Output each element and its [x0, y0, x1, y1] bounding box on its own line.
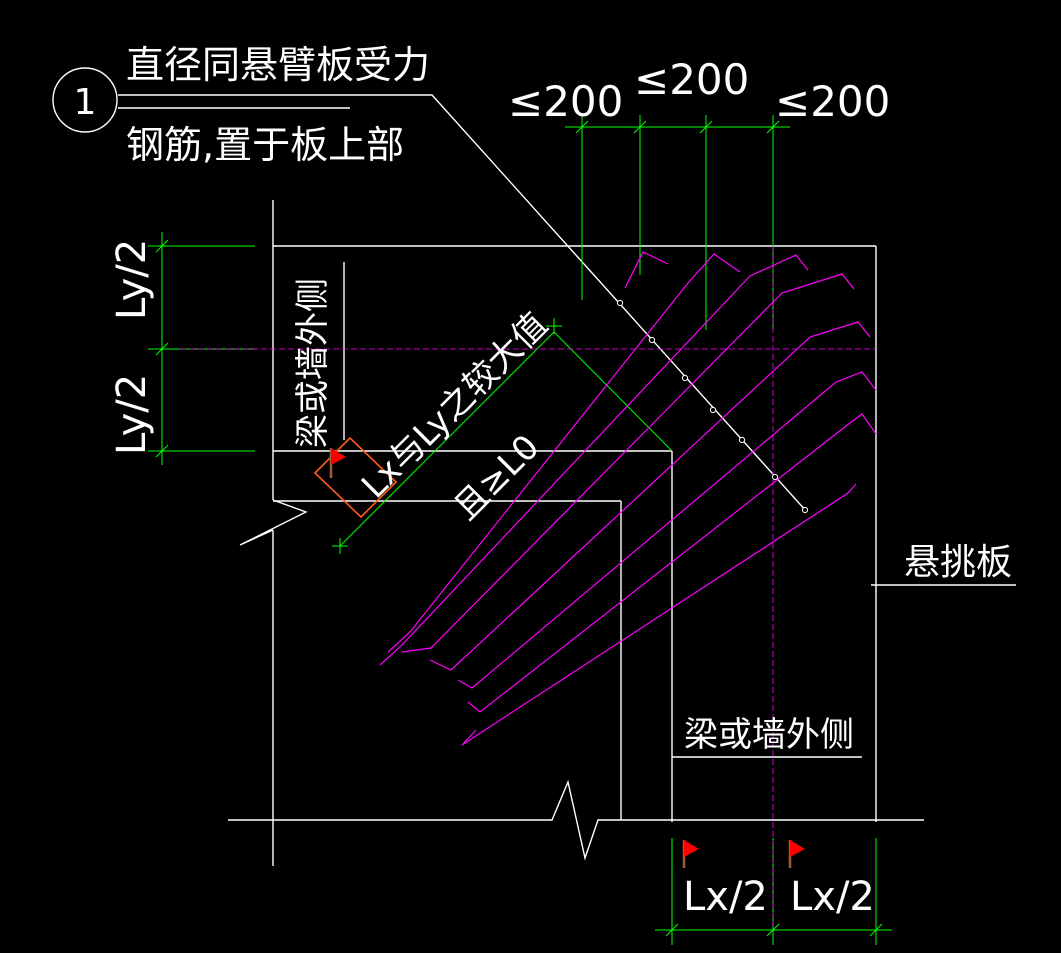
label-length: 且≥L0	[446, 427, 547, 528]
flag-icon	[788, 840, 805, 868]
callout-line-2: 钢筋,置于板上部	[126, 123, 404, 167]
bar-marker-dot	[738, 436, 746, 444]
rebar-line	[429, 321, 871, 671]
text-selection-marker	[313, 436, 398, 519]
bar-marker-dots	[616, 299, 809, 514]
callout-circle	[52, 67, 118, 133]
dim-ly-bottom: Ly/2	[109, 374, 155, 455]
rebar-line	[467, 413, 877, 713]
rebar-line	[387, 253, 741, 653]
flag-icon	[682, 840, 699, 868]
rebar-line	[379, 254, 809, 666]
bar-marker-dot	[801, 506, 809, 514]
callout-line-1: 直径同悬臂板受力	[126, 43, 430, 87]
flag-icon	[329, 448, 346, 478]
dim-ly-top: Ly/2	[109, 239, 155, 320]
bar-marker-dot	[616, 299, 624, 307]
rebar-line	[461, 483, 857, 746]
dim-lx-right: Lx/2	[790, 874, 875, 920]
dimension-lines	[148, 115, 892, 945]
slab-outline	[118, 94, 1016, 866]
bar-marker-dot	[681, 374, 689, 382]
callout-number: 1	[74, 82, 97, 123]
rebar-line	[401, 273, 855, 653]
spacing-label-3: ≤200	[775, 77, 890, 126]
rebar-line	[457, 371, 877, 689]
spacing-label-1: ≤200	[508, 77, 623, 126]
bar-marker-dot	[771, 473, 779, 481]
label-beam-wall-vertical: 梁或墙外侧	[293, 278, 333, 448]
dim-lx-left: Lx/2	[683, 874, 768, 920]
bar-marker-dot	[648, 336, 656, 344]
spacing-label-2: ≤200	[634, 55, 749, 104]
rebar-group	[180, 246, 877, 930]
label-cantilever-slab: 悬挑板	[904, 542, 1012, 583]
label-beam-wall-horizontal: 梁或墙外侧	[684, 715, 854, 755]
rebar-line	[624, 251, 669, 289]
bar-marker-dot	[709, 406, 717, 414]
